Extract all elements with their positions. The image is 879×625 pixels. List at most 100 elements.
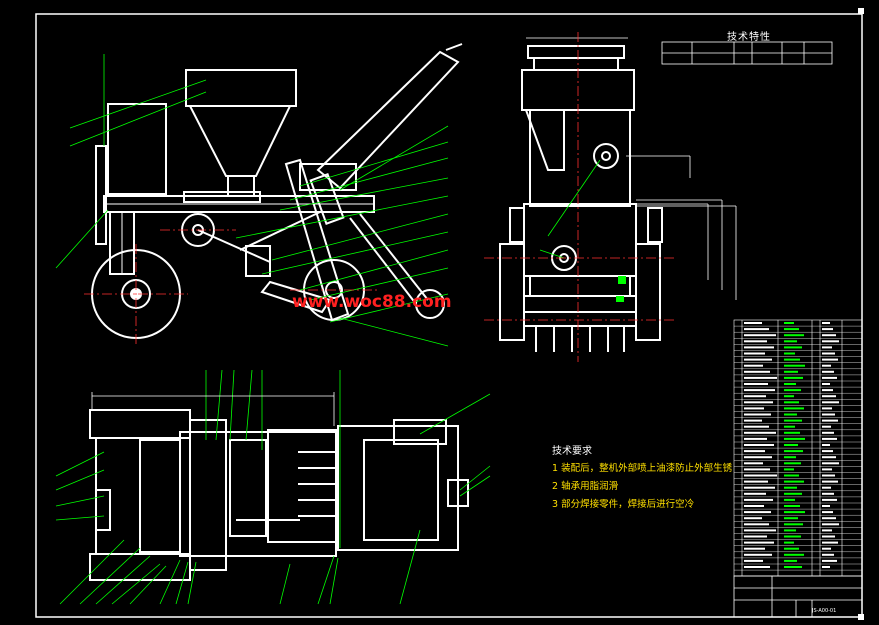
parts-list-entry-mark bbox=[744, 346, 774, 349]
parts-list-entry-mark bbox=[744, 511, 771, 514]
parts-list-entry-mark bbox=[784, 535, 801, 538]
parts-list-entry-mark bbox=[822, 450, 833, 453]
parts-list-entry-mark bbox=[784, 474, 799, 477]
top-view bbox=[89, 409, 469, 581]
parts-list-entry-mark bbox=[784, 468, 794, 471]
parts-list-entry-mark bbox=[822, 474, 835, 477]
parts-list-entry-mark bbox=[822, 401, 839, 404]
parts-list-entry-mark bbox=[744, 437, 767, 440]
parts-list-entry-mark bbox=[822, 559, 837, 562]
requirements-title: 技术要求 bbox=[552, 446, 592, 457]
parts-list-entry-mark bbox=[784, 480, 804, 483]
parts-list-entry-mark bbox=[744, 505, 764, 507]
parts-list-entry-mark bbox=[822, 547, 831, 550]
requirement-item-2: 2 轴承用脂润滑 bbox=[552, 481, 619, 492]
parts-list-entry-mark bbox=[822, 364, 831, 367]
parts-list-entry-mark bbox=[822, 492, 834, 495]
parts-list-entry-mark bbox=[822, 383, 830, 385]
parts-list-entry-mark bbox=[744, 559, 763, 562]
parts-list-entry-mark bbox=[744, 535, 767, 538]
requirement-item-1: 1 装配后，整机外部喷上油漆防止外部生锈 bbox=[552, 463, 733, 474]
parts-list-entry-mark bbox=[784, 395, 794, 398]
parts-list-entry-mark bbox=[784, 547, 799, 550]
parts-list-entry-mark bbox=[822, 541, 838, 544]
parts-list-entry-mark bbox=[744, 486, 775, 489]
parts-list-entry-mark bbox=[744, 547, 765, 550]
parts-list-entry-mark bbox=[744, 352, 765, 355]
parts-list-entry-mark bbox=[784, 450, 803, 453]
parts-list-entry-mark bbox=[822, 523, 839, 526]
parts-list-entry-mark bbox=[744, 419, 762, 422]
parts-list-entry-mark bbox=[784, 340, 797, 343]
parts-list-entry-mark bbox=[822, 389, 833, 392]
parts-list-entry-mark bbox=[784, 383, 796, 385]
side-view-centerlines bbox=[84, 229, 380, 344]
parts-list-entry-mark bbox=[784, 407, 804, 410]
parts-list-entry-mark bbox=[784, 352, 795, 355]
parts-list-entry-mark bbox=[744, 468, 770, 471]
parts-list-entry-mark bbox=[822, 480, 838, 483]
parts-list-entry-mark bbox=[784, 358, 800, 361]
parts-list-entry-mark bbox=[744, 480, 768, 483]
parts-list-entry-mark bbox=[744, 450, 765, 453]
parts-list-entry-mark bbox=[784, 517, 798, 520]
parts-list-rows bbox=[734, 325, 862, 571]
parts-list-entry-mark bbox=[784, 322, 794, 324]
parts-list-entry-mark bbox=[744, 340, 767, 343]
top-view-leaders bbox=[55, 369, 491, 605]
front-view-centerlines bbox=[484, 32, 676, 362]
parts-list-entry-mark bbox=[822, 370, 834, 373]
parts-list-entry-mark bbox=[784, 376, 803, 379]
parts-list-entry-mark bbox=[822, 505, 830, 507]
parts-list-entry-mark bbox=[822, 334, 836, 337]
parts-list-entry-mark bbox=[822, 425, 831, 428]
parts-list-entry-mark bbox=[784, 437, 805, 440]
parts-list-entry-mark bbox=[822, 529, 832, 532]
top-view-dimensions bbox=[91, 392, 335, 426]
parts-list-entry-mark bbox=[784, 334, 804, 337]
parts-list-entry-mark bbox=[784, 364, 805, 367]
parts-list-entry-mark bbox=[784, 541, 794, 544]
parts-list-entry-mark bbox=[784, 328, 799, 331]
parts-list-entry-mark bbox=[744, 517, 762, 520]
front-view-dimensions bbox=[526, 37, 737, 300]
parts-list-entry-mark bbox=[744, 474, 777, 477]
parts-list-entry-mark bbox=[784, 419, 802, 422]
title-block-code: JS-A00-01 bbox=[812, 608, 837, 614]
parts-list-entry-mark bbox=[744, 566, 770, 568]
parts-list-entry-mark bbox=[822, 511, 833, 514]
parts-list-entry-mark bbox=[744, 553, 772, 556]
parts-list-entry-mark bbox=[744, 370, 770, 373]
parts-list-entry-mark bbox=[784, 498, 795, 501]
parts-list-entry-mark bbox=[744, 383, 768, 385]
parts-list-entry-mark bbox=[822, 535, 835, 538]
parts-list-entry-mark bbox=[784, 486, 797, 489]
parts-list-entry-mark bbox=[744, 431, 776, 434]
parts-list-entry-mark bbox=[784, 553, 804, 556]
parts-list-entry-mark bbox=[784, 346, 802, 349]
parts-list-entry-mark bbox=[784, 529, 796, 532]
parts-list-entry-mark bbox=[822, 376, 837, 379]
parts-list-entry-mark bbox=[822, 444, 830, 446]
front-view bbox=[499, 45, 663, 352]
parts-list-entry-mark bbox=[784, 492, 802, 495]
parts-list-entry-mark bbox=[744, 498, 773, 501]
parts-list-entry-mark bbox=[822, 340, 839, 343]
parts-list-entry-mark bbox=[822, 517, 836, 520]
parts-list-entry-mark bbox=[822, 566, 830, 568]
parts-list-entry-mark bbox=[744, 395, 766, 398]
parts-list-entry-mark bbox=[822, 553, 834, 556]
parts-list-entry-mark bbox=[822, 419, 838, 422]
spec-table bbox=[661, 41, 833, 65]
parts-list-entry-mark bbox=[784, 401, 799, 404]
parts-list-entry-mark bbox=[744, 364, 763, 367]
side-view-leaders bbox=[55, 54, 449, 347]
parts-list-entry-mark bbox=[822, 456, 836, 459]
parts-list-entry-mark bbox=[784, 511, 805, 514]
corner-mark bbox=[858, 8, 864, 14]
parts-list-entry-mark bbox=[822, 437, 837, 440]
parts-list-entry-mark bbox=[744, 425, 769, 428]
parts-list-entry-mark bbox=[822, 395, 836, 398]
parts-list-entry-mark bbox=[822, 407, 832, 410]
parts-list-entry-mark bbox=[784, 505, 800, 507]
